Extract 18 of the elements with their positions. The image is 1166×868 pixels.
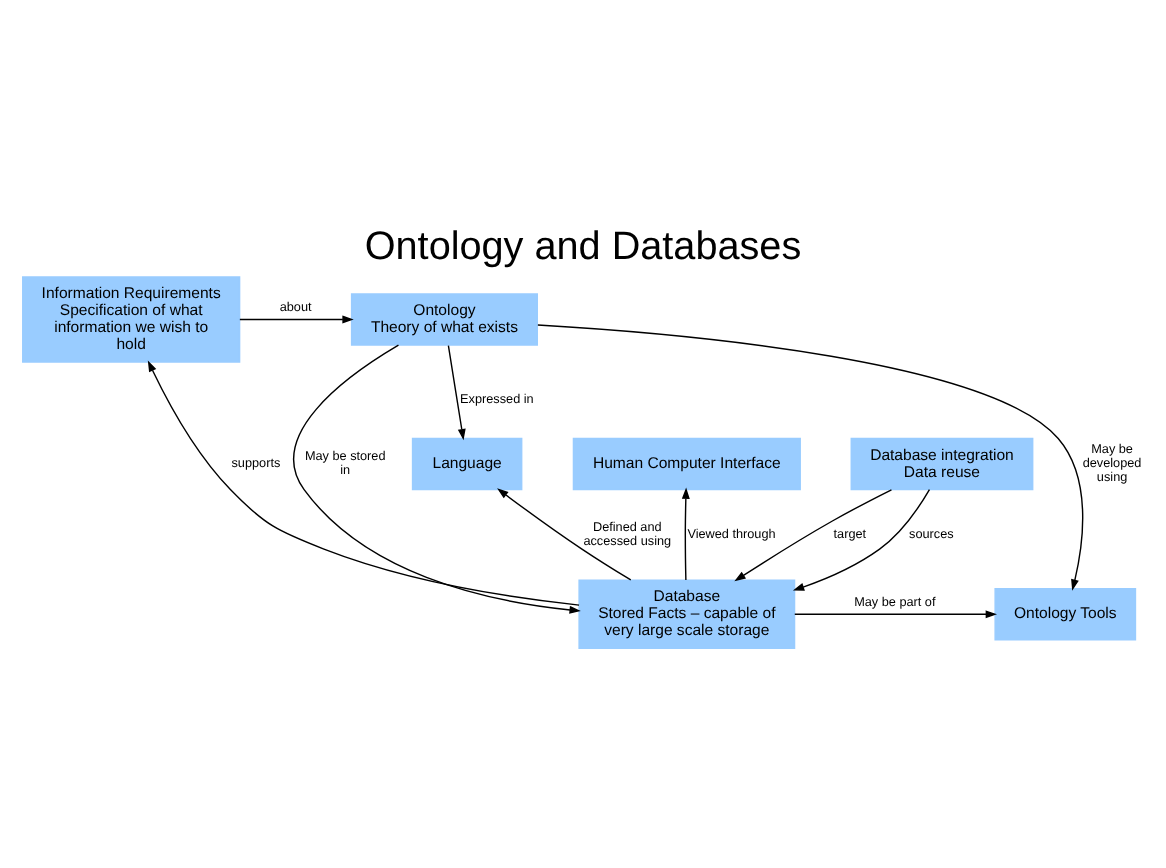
arrow — [293, 343, 581, 613]
arrow — [239, 314, 354, 323]
arrow — [734, 488, 893, 581]
diagram-title: Ontology and Databases — [364, 224, 802, 269]
node-box: Ontology Tools — [994, 587, 1137, 640]
node-box: Human Computer Interface — [572, 436, 801, 490]
arrow — [794, 609, 997, 618]
node-box: Database integration Data reuse — [850, 436, 1034, 490]
arrow — [537, 323, 1084, 590]
arrow — [681, 486, 690, 580]
node-box: Database Stored Facts – capable of very large scale storage — [578, 578, 796, 649]
node-box: Information Requirements Specification of what information we wish to hold — [22, 275, 241, 362]
arrow — [447, 343, 466, 440]
node-box: Language — [411, 436, 523, 490]
node-box: Ontology Theory of what exists — [350, 292, 538, 345]
arrow — [497, 487, 632, 580]
arrow — [792, 487, 931, 590]
arrow — [147, 359, 580, 605]
